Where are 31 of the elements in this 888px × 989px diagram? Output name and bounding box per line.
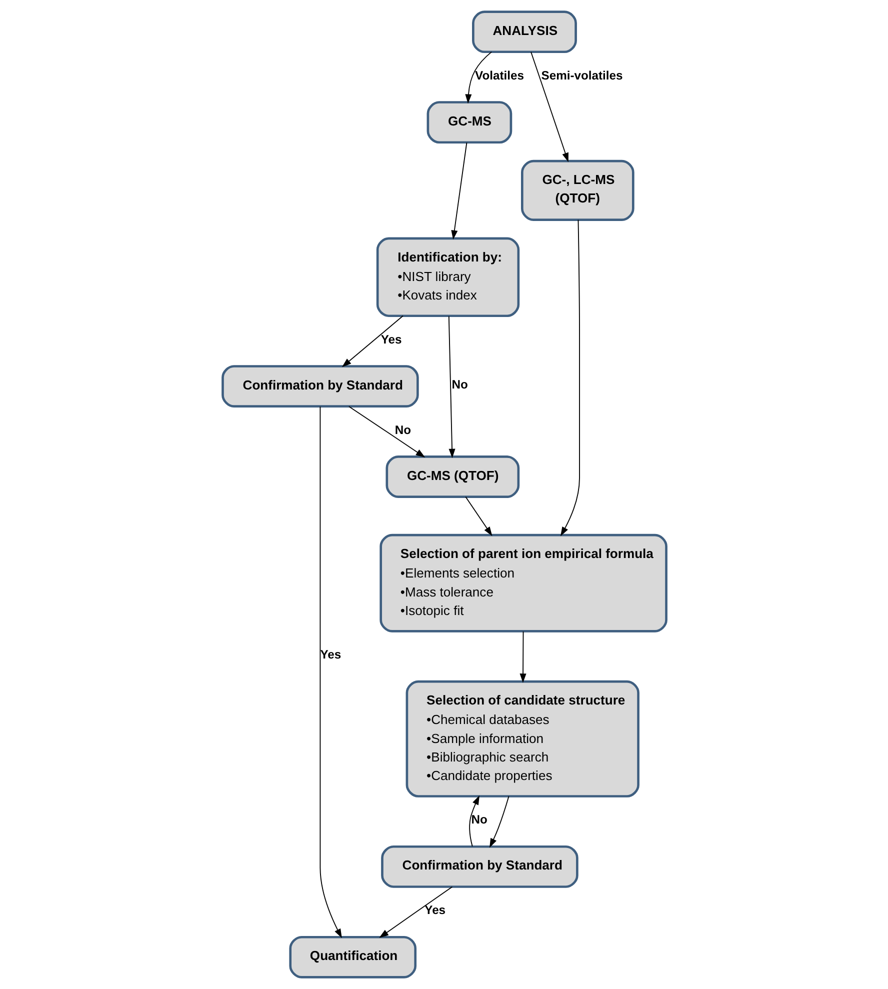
arrow — [450, 142, 467, 240]
node-box: Confirmation by Standard — [380, 845, 578, 888]
edge-label: No — [470, 812, 487, 827]
arrow — [519, 631, 526, 683]
arrow — [464, 51, 492, 104]
arrow — [530, 52, 568, 162]
arrow — [378, 886, 452, 938]
arrow — [468, 795, 479, 847]
arrow — [341, 315, 403, 368]
arrow — [348, 406, 425, 458]
edge-label: No — [451, 378, 468, 392]
arrow — [319, 406, 342, 938]
arrow — [489, 796, 509, 848]
node-box: ANALYSIS — [472, 10, 576, 54]
edge-label: Volatiles — [474, 68, 524, 82]
edge-label: No — [394, 422, 410, 437]
arrow — [448, 316, 455, 458]
node-box: GC-MS (QTOF) — [385, 456, 520, 498]
node-box: Confirmation by Standard — [221, 365, 418, 408]
edge-label: Yes — [380, 332, 402, 346]
edge-label: Yes — [424, 903, 446, 918]
node-box: Selection of candidate structure •Chemical databases •Sample information •Bibliographic search •Candidate properties — [405, 680, 639, 798]
node-box: Selection of parent ion empirical formula •Elements selection •Mass tolerance •Isotopic fit — [379, 534, 667, 632]
node-box: Quantification — [288, 936, 416, 978]
edge-label: Semi-volatiles — [540, 68, 622, 82]
node-box: Identification by: •NIST library •Kovats index — [376, 237, 520, 318]
edge-label: Yes — [320, 648, 341, 662]
node-box: GC-, LC-MS (QTOF) — [520, 160, 634, 221]
arrow — [464, 496, 492, 536]
node-box: GC-MS — [426, 101, 512, 144]
arrow — [560, 219, 580, 536]
